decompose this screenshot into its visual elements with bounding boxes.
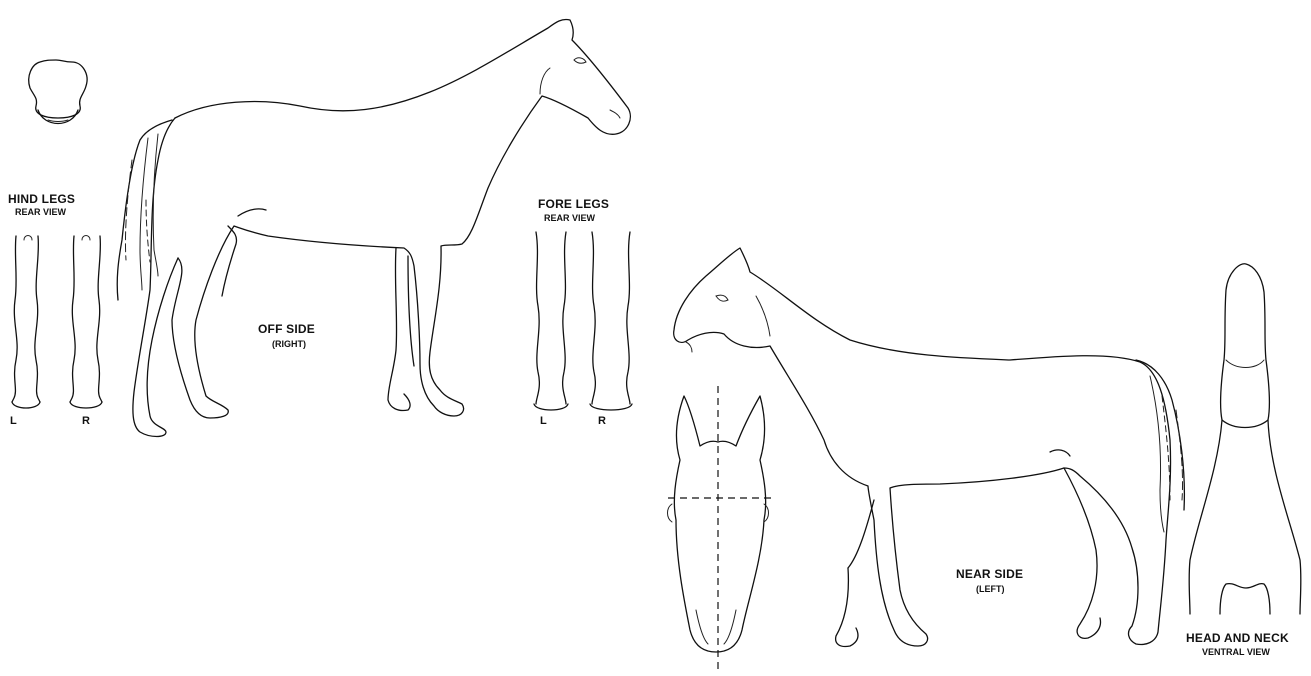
- fore-left-label: L: [540, 415, 547, 427]
- hind-legs-subtitle: REAR VIEW: [15, 207, 67, 217]
- head-neck-title: HEAD AND NECK: [1186, 631, 1289, 645]
- hind-left-label: L: [10, 415, 17, 427]
- fore-legs-subtitle: REAR VIEW: [544, 213, 596, 223]
- fore-right-leg: [590, 232, 632, 410]
- off-side-horse: [117, 19, 630, 436]
- hind-right-label: R: [82, 415, 90, 427]
- hind-legs-rear-view: HIND LEGS REAR VIEW L R: [8, 192, 102, 427]
- head-neck-subtitle: VENTRAL VIEW: [1202, 647, 1270, 657]
- fore-right-label: R: [598, 415, 606, 427]
- hind-legs-title: HIND LEGS: [8, 192, 75, 206]
- head-front-view: [668, 386, 773, 671]
- near-side-horse: [674, 248, 1185, 647]
- off-side-title: OFF SIDE: [258, 322, 315, 336]
- hind-left-leg: [12, 236, 40, 409]
- off-side-subtitle: (RIGHT): [272, 339, 306, 349]
- fore-left-leg: [534, 232, 568, 410]
- rear-view-head-outline: [29, 60, 87, 124]
- near-side-subtitle: (LEFT): [976, 584, 1005, 594]
- head-neck-ventral-view: HEAD AND NECK VENTRAL VIEW: [1186, 264, 1301, 657]
- fore-legs-title: FORE LEGS: [538, 197, 609, 211]
- near-side-title: NEAR SIDE: [956, 567, 1023, 581]
- hind-right-leg: [70, 236, 102, 409]
- fore-legs-rear-view: FORE LEGS REAR VIEW L R: [534, 197, 632, 427]
